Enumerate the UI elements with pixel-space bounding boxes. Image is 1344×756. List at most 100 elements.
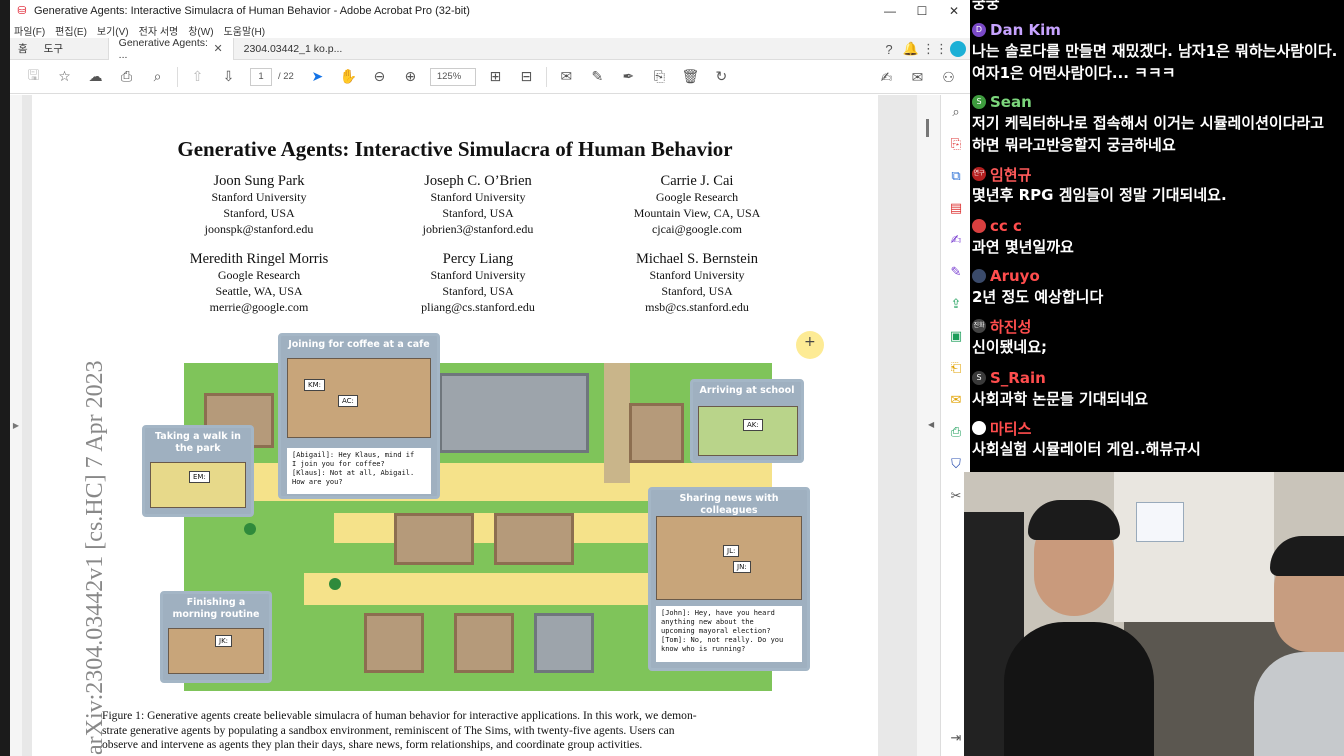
chat-text: 궁궁 <box>972 0 1000 12</box>
save-icon[interactable]: 🖫 <box>27 66 40 83</box>
page-number-input[interactable]: 1 <box>250 67 272 86</box>
scan-ocr-icon[interactable]: ⎙ <box>950 424 962 439</box>
combine-files-icon[interactable]: ⧉ <box>951 168 961 183</box>
map-building <box>394 513 474 565</box>
protect-icon[interactable]: ⛉ <box>951 456 961 471</box>
chat-username: 마티스 <box>990 419 1032 438</box>
maximize-button[interactable]: ☐ <box>916 4 928 18</box>
search-tool-icon[interactable]: ⌕ <box>952 104 960 119</box>
map-building <box>494 513 574 565</box>
edit-pdf-icon[interactable]: ▣ <box>949 328 963 343</box>
close-window-button[interactable]: ✕ <box>948 4 960 18</box>
menu-help[interactable]: 도움말(H) <box>223 26 266 38</box>
find-magnifier-icon[interactable]: ⌕ <box>153 68 162 84</box>
more-tools-icon[interactable]: ✂ <box>950 488 962 503</box>
user-avatar <box>972 269 986 283</box>
scrollbar-thumb[interactable] <box>926 119 929 137</box>
author-email: jobrien3@stanford.edu <box>422 222 534 236</box>
menu-esign[interactable]: 전자 서명 <box>138 26 179 38</box>
sign-icon[interactable]: ✍ <box>880 68 893 85</box>
tab-tools[interactable]: 도구 <box>43 43 63 55</box>
zoom-level-select[interactable]: 125% <box>429 67 476 86</box>
next-page-icon[interactable]: ⇩ <box>222 68 235 84</box>
dialog-box-news: [John]: Hey, have you heard anything new… <box>656 606 802 662</box>
menu-edit[interactable]: 편집(E) <box>55 26 87 38</box>
organize-pages-icon[interactable]: ▤ <box>949 200 963 215</box>
map-building <box>364 613 424 673</box>
user-badge: 연구 <box>972 167 986 181</box>
author-6: Michael S. Bernstein Stanford University… <box>587 251 807 315</box>
print-icon[interactable]: ⎙ <box>120 68 133 84</box>
account-avatar[interactable] <box>950 41 966 57</box>
menu-window[interactable]: 창(W) <box>188 26 214 38</box>
map-building <box>454 613 514 673</box>
cam-frame <box>1136 502 1184 542</box>
speech-bubble: KM: <box>304 379 325 391</box>
main-toolbar: 🖫 ☆ ☁ ⎙ ⌕ ⇧ ⇩ 1 / 22 ➤ ✋ ⊖ ⊕ 125% ⊞ ⊟ ✉ … <box>10 60 970 94</box>
author-location: Stanford, USA <box>442 206 514 220</box>
upload-cloud-icon[interactable]: ☁ <box>88 68 103 84</box>
minimize-button[interactable]: — <box>884 4 896 18</box>
menu-file[interactable]: 파일(F) <box>14 26 46 38</box>
vertical-scrollbar[interactable] <box>917 95 940 756</box>
cam-shelf <box>1114 472 1274 622</box>
share-user-icon[interactable]: ⚇ <box>942 68 955 85</box>
callout-walk: Taking a walk in the park EM: <box>142 425 254 517</box>
prev-page-icon[interactable]: ⇧ <box>191 68 204 84</box>
menu-view[interactable]: 보기(V) <box>96 26 129 38</box>
author-name: Carrie J. Cai <box>660 173 734 189</box>
zoom-out-icon[interactable]: ⊖ <box>373 68 386 84</box>
bookmark-star-icon[interactable]: ☆ <box>58 68 71 84</box>
highlight-pen-icon[interactable]: ✎ <box>591 68 604 84</box>
author-location: Mountain View, CA, USA <box>633 206 761 220</box>
author-4: Meredith Ringel Morris Google Research S… <box>149 251 369 315</box>
callout-title: Arriving at school <box>699 385 795 396</box>
author-location: Stanford, USA <box>442 284 514 298</box>
zoom-in-icon[interactable]: ⊕ <box>404 68 417 84</box>
comment-tool-icon[interactable]: ✉ <box>950 392 962 407</box>
person-1-hair <box>1028 500 1120 540</box>
page-fit-icon[interactable]: ⊞ <box>489 68 502 84</box>
mouse-cursor-highlight <box>796 331 824 359</box>
figure-caption: Figure 1: Generative agents create belie… <box>102 709 697 751</box>
notification-bell-icon[interactable]: 🔔 <box>902 41 920 56</box>
rotate-icon[interactable]: ↻ <box>715 68 728 84</box>
tab-close-icon[interactable]: ✕ <box>213 43 223 55</box>
tab-home[interactable]: 홈 <box>18 43 28 55</box>
stamp-icon[interactable]: ⎘ <box>653 68 665 84</box>
author-location: Seattle, WA, USA <box>215 284 303 298</box>
user-badge: 진화 <box>972 319 986 333</box>
acrobat-app-icon: ⛁ <box>17 5 27 17</box>
pdf-page: Generative Agents: Interactive Simulacra… <box>32 95 878 756</box>
help-icon[interactable]: ? <box>885 41 893 57</box>
chat-username: 임현규 <box>990 165 1032 184</box>
apps-grid-icon[interactable]: ⋮⋮ <box>922 41 948 56</box>
email-icon[interactable]: ✉ <box>911 68 924 85</box>
delete-icon[interactable]: 🗑 <box>681 68 700 84</box>
export-pdf-icon[interactable]: ⇪ <box>950 296 962 311</box>
draw-icon[interactable]: ✒ <box>622 68 635 84</box>
send-review-icon[interactable]: ⎗ <box>950 360 962 375</box>
right-pane-toggle-icon[interactable]: ◀ <box>928 420 935 429</box>
expand-pane-icon[interactable]: ⇥ <box>950 730 962 745</box>
request-sign-icon[interactable]: ✍ <box>950 232 962 247</box>
left-pane-toggle-icon[interactable]: ▶ <box>10 95 22 756</box>
speech-bubble: AK: <box>743 419 763 431</box>
comment-icon[interactable]: ✉ <box>560 68 573 84</box>
create-pdf-icon[interactable]: ⎘ <box>950 136 962 151</box>
author-name: Joseph C. O’Brien <box>424 173 532 189</box>
author-affiliation: Stanford University <box>211 190 307 204</box>
map-tree <box>329 578 341 590</box>
select-arrow-icon[interactable]: ➤ <box>311 68 324 84</box>
map-tree <box>244 523 256 535</box>
chat-text: 저기 케릭터하나로 접속해서 이거는 시뮬레이션이다라고 하면 뭐라고반응할지 … <box>972 114 1325 154</box>
tab-document-korean[interactable]: 2304.03442_1 ko.p... <box>234 38 360 60</box>
fill-sign-icon[interactable]: ✎ <box>950 264 962 279</box>
hand-tool-icon[interactable]: ✋ <box>339 68 358 84</box>
measure-icon[interactable]: ⊟ <box>520 68 533 84</box>
tab-document-active[interactable]: Generative Agents: ... ✕ <box>107 37 234 61</box>
home-scene: JK: <box>168 628 264 674</box>
